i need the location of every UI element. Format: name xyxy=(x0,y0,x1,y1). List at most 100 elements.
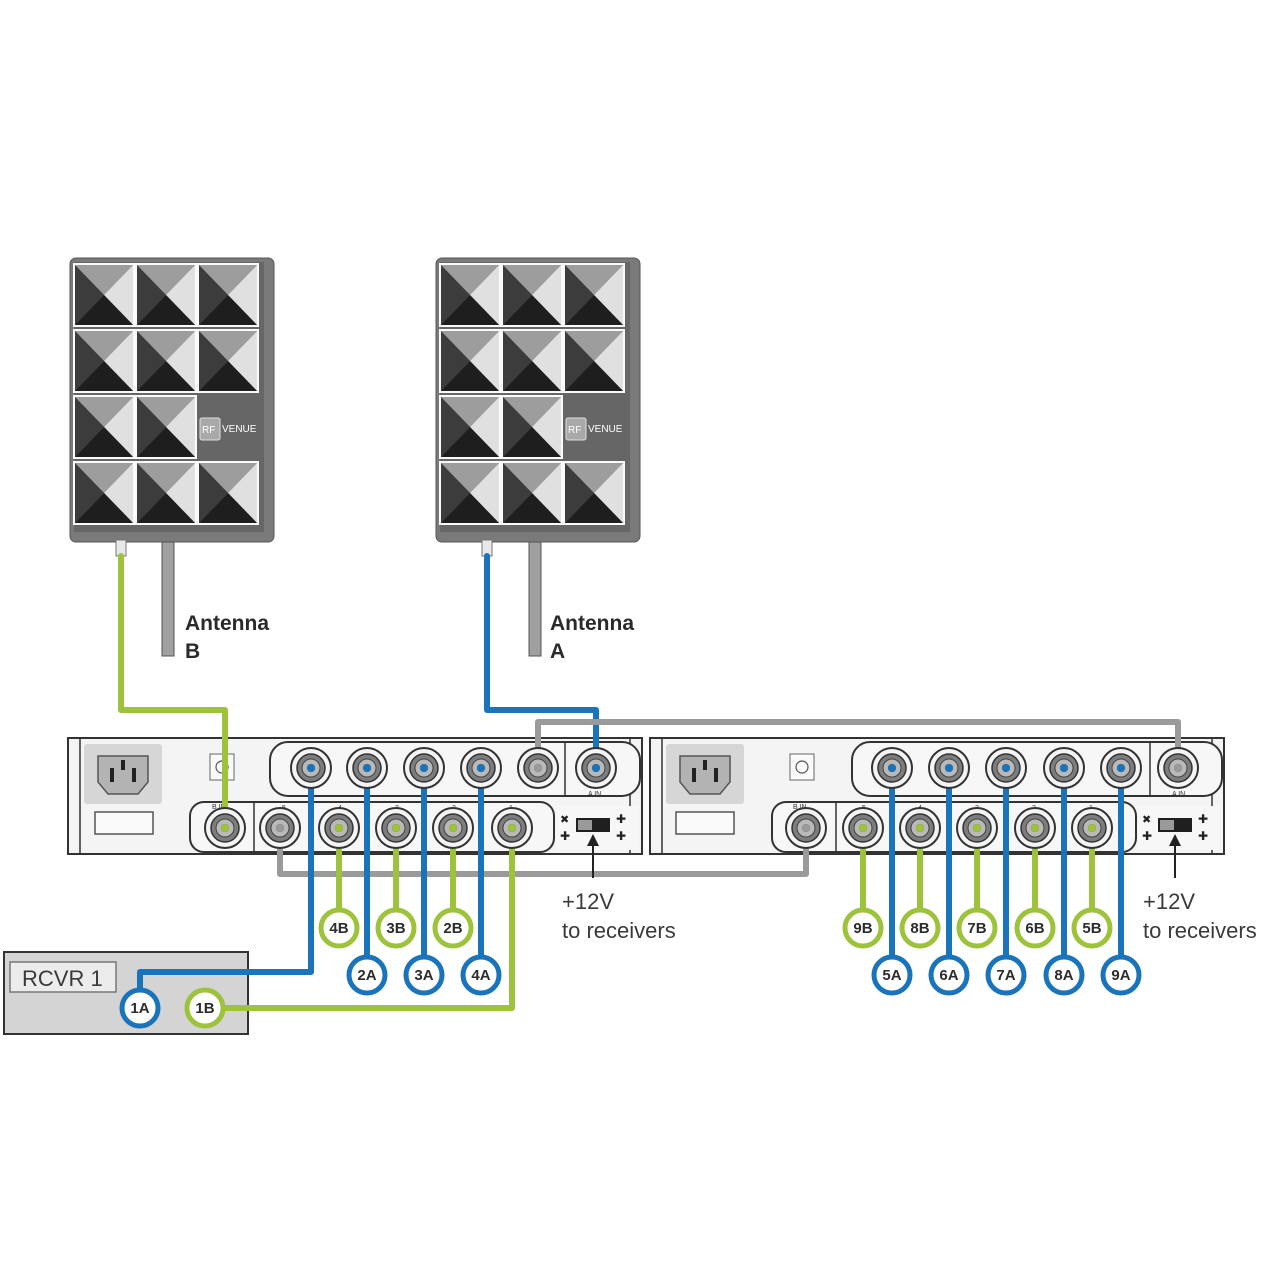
b-in-label: B IN xyxy=(793,804,807,811)
cables xyxy=(118,553,1181,1011)
badge-6a: 6A xyxy=(928,954,970,996)
cable-endpoint xyxy=(477,764,485,772)
power-inlet xyxy=(665,743,745,805)
badge-label: 2B xyxy=(443,920,462,937)
badge-8a: 8A xyxy=(1043,954,1085,996)
antenna-element xyxy=(439,263,501,327)
logo-brand-text: VENUE xyxy=(222,424,257,435)
antenna-element xyxy=(501,395,563,459)
antenna-b-label: Antenna xyxy=(185,612,269,635)
badge-label: 5B xyxy=(1082,920,1101,937)
antenna-element xyxy=(563,461,625,525)
badge-9a: 9A xyxy=(1100,954,1142,996)
power-note-voltage: +12V xyxy=(562,889,614,914)
svg-text:✖: ✖ xyxy=(1142,813,1151,826)
svg-text:✚: ✚ xyxy=(616,829,626,843)
cable-endpoint xyxy=(276,824,284,832)
antenna-element xyxy=(135,329,197,393)
badge-5b: 5B xyxy=(1071,907,1113,949)
antenna-b-letter: B xyxy=(185,640,200,663)
power-switch xyxy=(94,811,154,835)
badge-2b: 2B xyxy=(432,907,474,949)
cable-endpoint xyxy=(802,824,810,832)
a-in-label: A IN xyxy=(588,791,601,798)
power-inlet xyxy=(83,743,163,805)
badge-3b: 3B xyxy=(375,907,417,949)
badge-label: 1A xyxy=(130,1000,149,1017)
badge-9b: 9B xyxy=(842,907,884,949)
cable-endpoint xyxy=(363,764,371,772)
badge-label: 7A xyxy=(996,967,1015,984)
badge-1a: 1A xyxy=(119,987,161,1029)
svg-text:✚: ✚ xyxy=(1142,829,1152,843)
badge-label: 7B xyxy=(967,920,986,937)
rf-venue-logo: RF VENUE xyxy=(199,417,257,441)
badge-8b: 8B xyxy=(899,907,941,949)
cable-antenna-b xyxy=(118,553,228,831)
badge-label: 4A xyxy=(471,967,490,984)
svg-text:✖: ✖ xyxy=(560,813,569,826)
antenna-element xyxy=(501,461,563,525)
badge-7b: 7B xyxy=(956,907,998,949)
cable-endpoint xyxy=(508,824,516,832)
cable-endpoint xyxy=(1174,764,1182,772)
receiver-title: RCVR 1 xyxy=(22,966,103,991)
badge-label: 4B xyxy=(329,920,348,937)
cable-link-a xyxy=(535,719,1181,771)
svg-text:✚: ✚ xyxy=(616,812,626,826)
power-note-left: +12V to receivers xyxy=(562,834,676,943)
a-in-label: A IN xyxy=(1172,791,1185,798)
cable-endpoint xyxy=(221,824,229,832)
logo-rf-text: RF xyxy=(202,425,215,436)
cable-endpoint xyxy=(859,824,867,832)
badge-6b: 6B xyxy=(1014,907,1056,949)
badge-label: 6B xyxy=(1025,920,1044,937)
antenna-a: RF VENUE Antenna A xyxy=(435,257,641,663)
svg-text:✚: ✚ xyxy=(1198,812,1208,826)
antenna-element xyxy=(563,263,625,327)
badge-7a: 7A xyxy=(985,954,1027,996)
badge-label: 9A xyxy=(1111,967,1130,984)
cable-endpoint xyxy=(1117,764,1125,772)
cable-endpoint xyxy=(592,764,600,772)
power-switch xyxy=(675,811,735,835)
cable-endpoint xyxy=(449,824,457,832)
antenna-a-letter: A xyxy=(550,640,565,663)
badge-4a: 4A xyxy=(460,954,502,996)
cable-endpoint xyxy=(420,764,428,772)
cable-endpoint xyxy=(888,764,896,772)
mounting-pole xyxy=(161,541,175,657)
antenna-element xyxy=(197,329,259,393)
cable-link-b xyxy=(277,825,809,877)
cable-endpoint xyxy=(307,764,315,772)
badge-2a: 2A xyxy=(346,954,388,996)
antenna-element xyxy=(563,329,625,393)
antenna-b: RF VENUE Antenna B xyxy=(69,257,275,663)
antenna-element xyxy=(501,263,563,327)
antenna-element xyxy=(439,395,501,459)
badge-3a: 3A xyxy=(403,954,445,996)
badge-label: 2A xyxy=(357,967,376,984)
badge-label: 3A xyxy=(414,967,433,984)
cable-endpoints xyxy=(221,764,1182,832)
badge-label: 8B xyxy=(910,920,929,937)
cable-endpoint xyxy=(1002,764,1010,772)
cable-output-1b xyxy=(220,825,515,1011)
cable-output-1a xyxy=(137,765,314,993)
power-note-target: to receivers xyxy=(562,918,676,943)
power-note-target: to receivers xyxy=(1143,918,1257,943)
cable-endpoint xyxy=(1031,824,1039,832)
svg-text:✚: ✚ xyxy=(560,829,570,843)
channel-badges: 1A 1B 4B 3B 2B 2A 3A 4A 9B 8B 7B 6B 5B 5… xyxy=(119,907,1142,1029)
cable-endpoint xyxy=(1060,764,1068,772)
antenna-element xyxy=(73,395,135,459)
antenna-element xyxy=(73,263,135,327)
logo-brand-text: VENUE xyxy=(588,424,623,435)
antenna-element xyxy=(135,395,197,459)
antenna-element xyxy=(135,461,197,525)
antenna-element xyxy=(73,329,135,393)
badge-1b: 1B xyxy=(184,987,226,1029)
antenna-element xyxy=(197,461,259,525)
antenna-a-label: Antenna xyxy=(550,612,634,635)
